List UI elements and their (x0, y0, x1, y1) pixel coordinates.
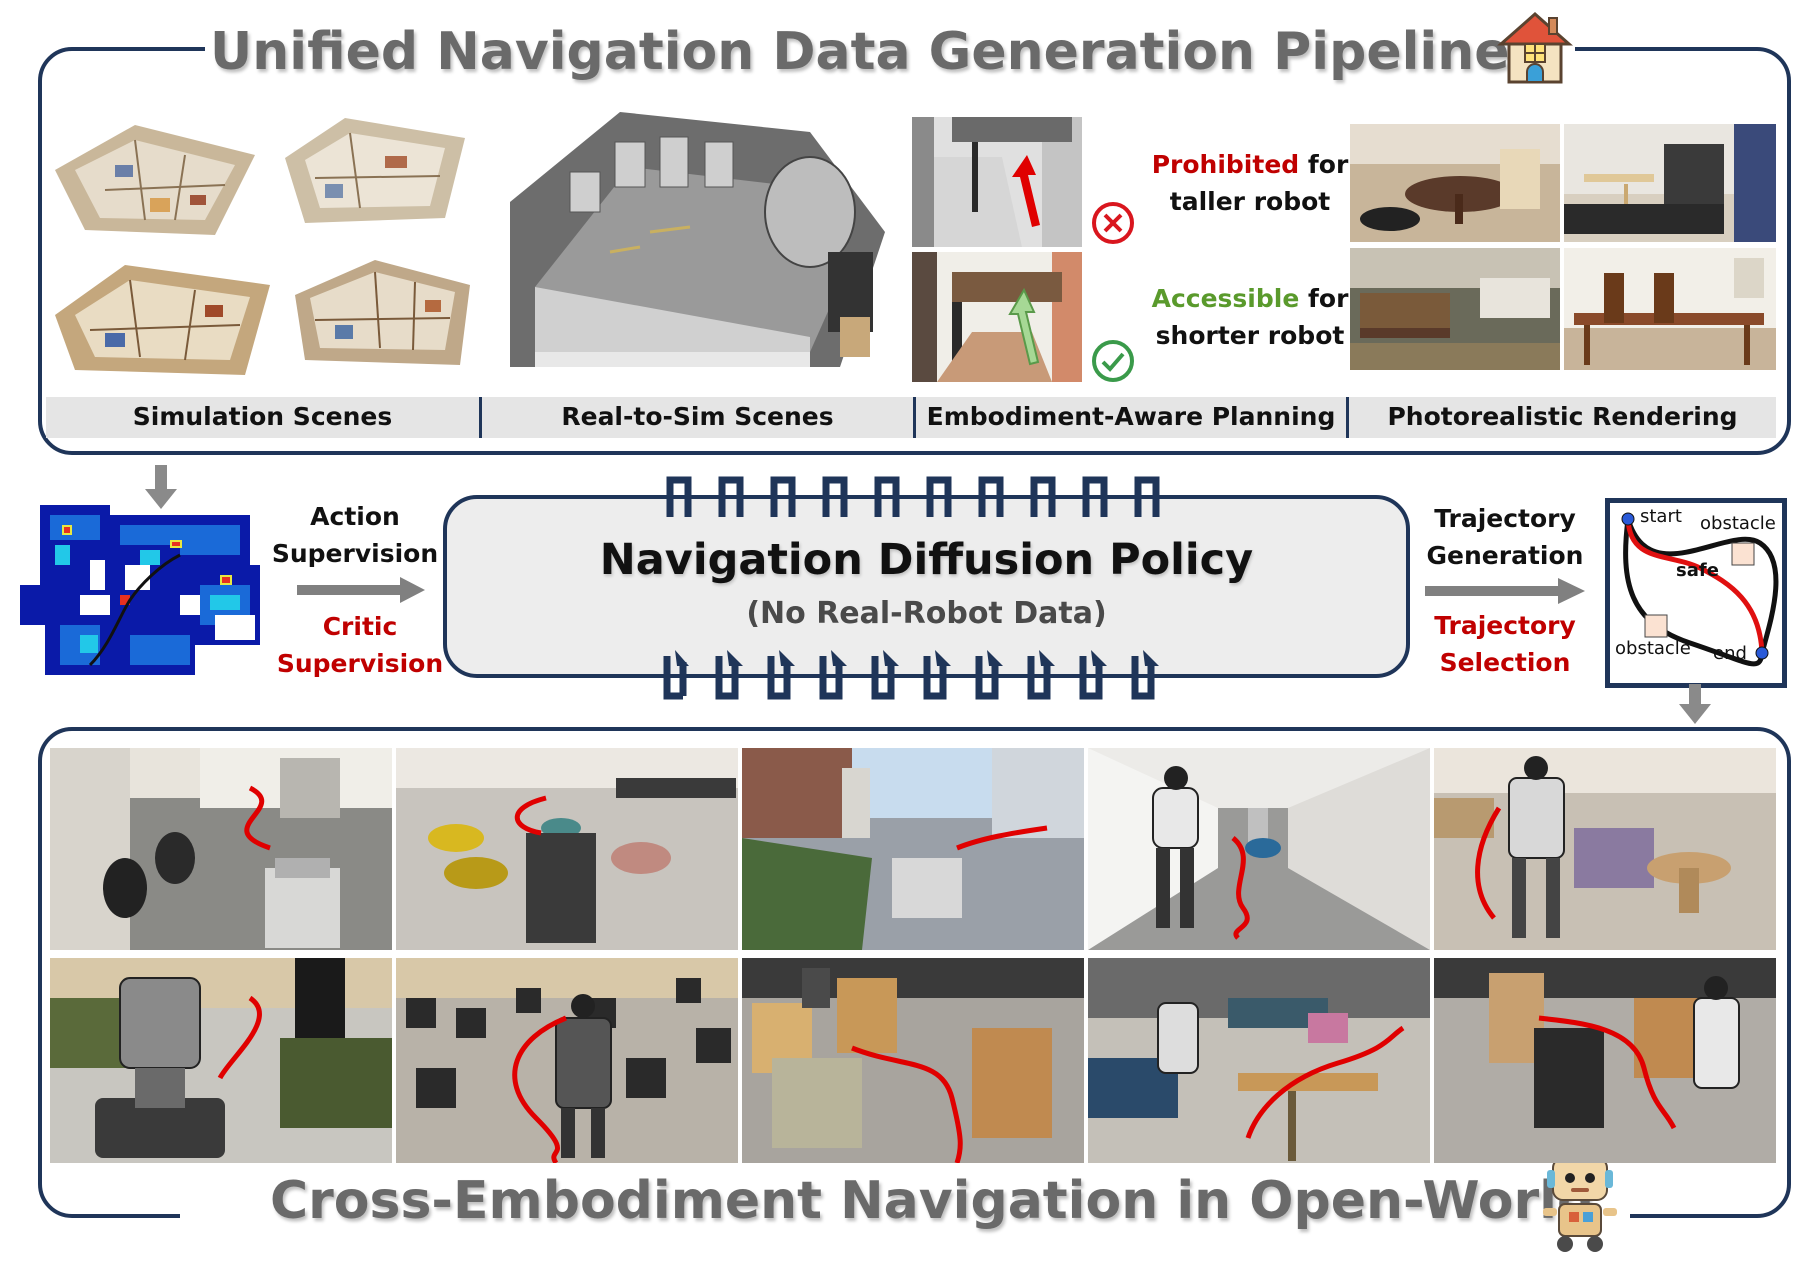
photo-cafe-wheeled-humanoid (50, 958, 392, 1163)
traj-obstacle-top-label: obstacle (1700, 513, 1776, 534)
render-2 (1564, 124, 1776, 242)
photo-corridor-humanoid (1088, 748, 1430, 950)
down-arrow-right (1677, 684, 1713, 726)
traj-obstacle-bottom-label: obstacle (1615, 638, 1691, 659)
policy-input-connectors (666, 476, 1160, 517)
photo-lobby-quadruped (396, 748, 738, 950)
render-4 (1564, 248, 1776, 370)
caption-simulation-scenes: Simulation Scenes (132, 402, 393, 431)
simulation-scene-3 (45, 245, 280, 380)
trajectory-diagram-curves (1621, 512, 1779, 667)
robot-mascot-icon (1535, 1152, 1625, 1254)
simulation-scene-1 (45, 110, 265, 245)
caption-real-to-sim-scenes: Real-to-Sim Scenes (561, 402, 834, 431)
house-icon (1495, 8, 1575, 88)
accessible-check-icon (1090, 338, 1136, 384)
arrow-to-trajectory (1425, 576, 1595, 606)
render-3 (1350, 248, 1560, 370)
accessible-label: Accessible for shorter robot (1151, 284, 1349, 350)
down-arrow-left (143, 465, 179, 510)
policy-output-connectors (663, 650, 1159, 700)
pipeline-title: Unified Navigation Data Generation Pipel… (210, 22, 1510, 82)
caption-embodiment-aware-planning: Embodiment-Aware Planning (926, 402, 1336, 431)
occupancy-heatmap (20, 505, 270, 680)
policy-subtitle: (No Real-Robot Data) (746, 596, 1107, 631)
photo-office-quadruped (50, 748, 392, 950)
real-to-sim-scene (510, 112, 885, 367)
traj-end-label: end (1713, 643, 1747, 664)
traj-start-label: start (1640, 506, 1682, 527)
traj-safe-label: safe (1676, 560, 1719, 581)
arrow-to-policy (297, 575, 427, 605)
simulation-scene-4 (285, 250, 480, 375)
simulation-scene-2 (275, 108, 475, 233)
prohibited-label: Prohibited for taller robot (1151, 150, 1349, 216)
open-world-title: Cross-Embodiment Navigation in Open-Worl… (270, 1171, 1595, 1231)
pipeline-caption-bar (46, 397, 1776, 438)
caption-photorealistic-rendering: Photorealistic Rendering (1387, 402, 1738, 431)
planning-prohibited-image (912, 117, 1082, 247)
photo-warehouse-humanoid (1434, 958, 1776, 1163)
photo-lobby-humanoid (1088, 958, 1430, 1163)
planning-accessible-image (912, 252, 1082, 382)
policy-title: Navigation Diffusion Policy (599, 535, 1254, 585)
photo-lounge-humanoid (1434, 748, 1776, 950)
photo-outdoor-quadruped (742, 748, 1084, 950)
prohibited-cross-icon (1090, 200, 1136, 246)
photo-hall-humanoid (396, 958, 738, 1163)
render-1 (1350, 124, 1560, 242)
photo-boxes-humanoid (742, 958, 1084, 1163)
